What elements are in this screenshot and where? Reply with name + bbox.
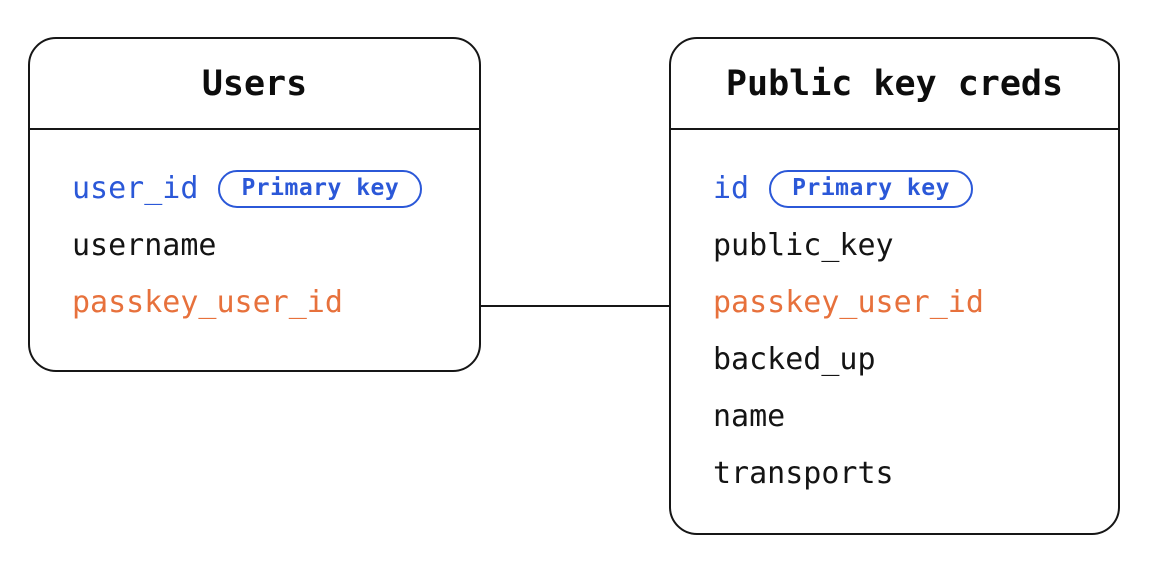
field-name: transports: [713, 456, 894, 491]
field-row-passkey_user_id: passkey_user_id: [72, 274, 459, 331]
primary-key-badge: Primary key: [769, 169, 973, 208]
field-name: backed_up: [713, 342, 876, 377]
field-name: username: [72, 228, 217, 263]
field-name: user_id: [72, 171, 199, 206]
relationship-line: [481, 305, 669, 307]
field-name: passkey_user_id: [72, 285, 343, 320]
primary-key-badge: Primary key: [218, 169, 423, 208]
table-node-public-key-creds: Public key creds id Primary key public_key…: [669, 37, 1120, 535]
field-row-user_id: user_id Primary key: [72, 160, 459, 217]
field-row-transports: transports: [713, 445, 1098, 502]
field-name: name: [713, 399, 786, 434]
table-header: Public key creds: [671, 39, 1118, 130]
field-name: id: [713, 171, 750, 206]
field-row-name: name: [713, 388, 1098, 445]
table-title-users: Users: [201, 63, 308, 104]
field-row-backed_up: backed_up: [713, 331, 1098, 388]
field-name: public_key: [713, 228, 894, 263]
table-header: Users: [30, 39, 479, 130]
table-title-public-key-creds: Public key creds: [725, 63, 1064, 104]
field-row-username: username: [72, 217, 459, 274]
field-name: passkey_user_id: [713, 285, 984, 320]
field-row-public_key: public_key: [713, 217, 1098, 274]
field-row-id: id Primary key: [713, 160, 1098, 217]
field-row-passkey_user_id: passkey_user_id: [713, 274, 1098, 331]
